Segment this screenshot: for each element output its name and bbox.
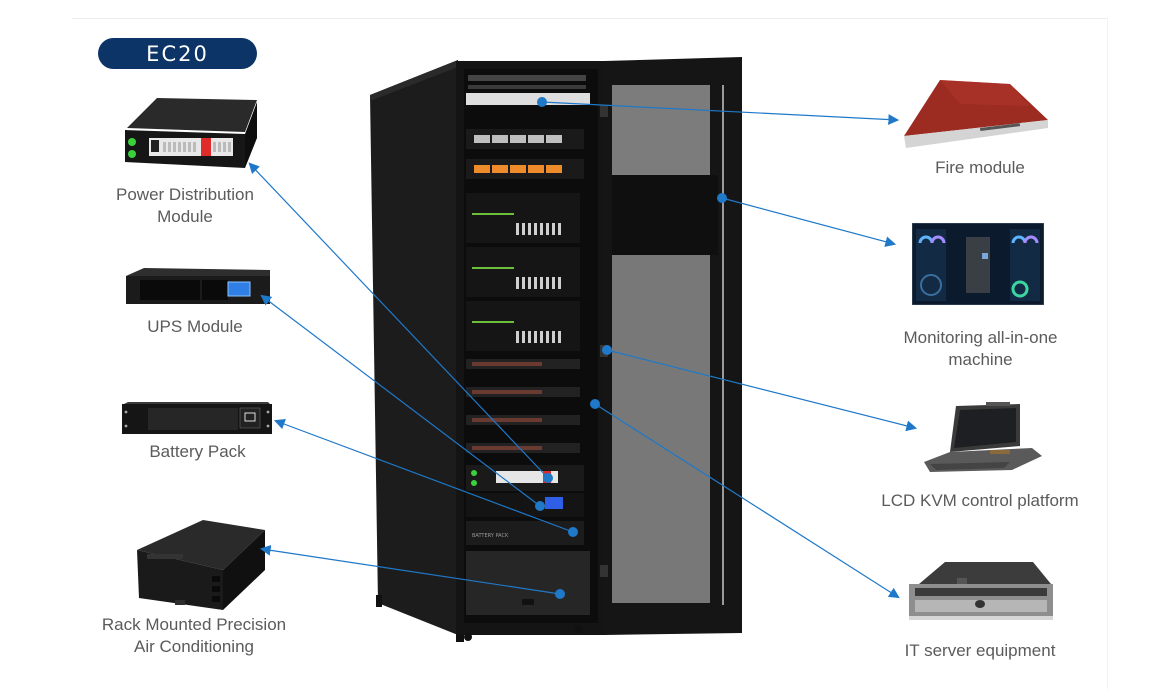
- air-conditioner-icon: [137, 520, 265, 610]
- label-precision-air-conditioning: Rack Mounted Precision Air Conditioning: [101, 615, 287, 656]
- product-badge: EC20: [98, 38, 257, 69]
- ups-icon: [126, 268, 270, 304]
- label-fire-module: Fire module: [935, 158, 1025, 177]
- label-it-server-equipment: IT server equipment: [904, 641, 1056, 660]
- server-icon: [909, 562, 1053, 620]
- kvm-console-icon: [924, 402, 1042, 472]
- label-ups-module: UPS Module: [147, 317, 243, 336]
- micro-datacenter-cabinet: BATTERY PACK: [370, 57, 742, 642]
- rack-server-units: [466, 193, 580, 351]
- monitoring-screen-icon: [912, 223, 1044, 305]
- rack-fire-module: [466, 93, 590, 105]
- rack-battery-label: BATTERY PACK: [472, 533, 509, 539]
- label-monitoring-machine: Monitoring all-in-one machine: [903, 328, 1058, 369]
- battery-pack-icon: [122, 402, 272, 434]
- fire-module-icon: [904, 80, 1048, 148]
- content-frame: [72, 18, 1108, 689]
- label-power-distribution-module: Power Distribution Module: [116, 185, 254, 226]
- label-lcd-kvm-platform: LCD KVM control platform: [881, 491, 1079, 510]
- label-battery-pack: Battery Pack: [149, 442, 246, 461]
- power-distribution-unit-icon: [125, 98, 257, 168]
